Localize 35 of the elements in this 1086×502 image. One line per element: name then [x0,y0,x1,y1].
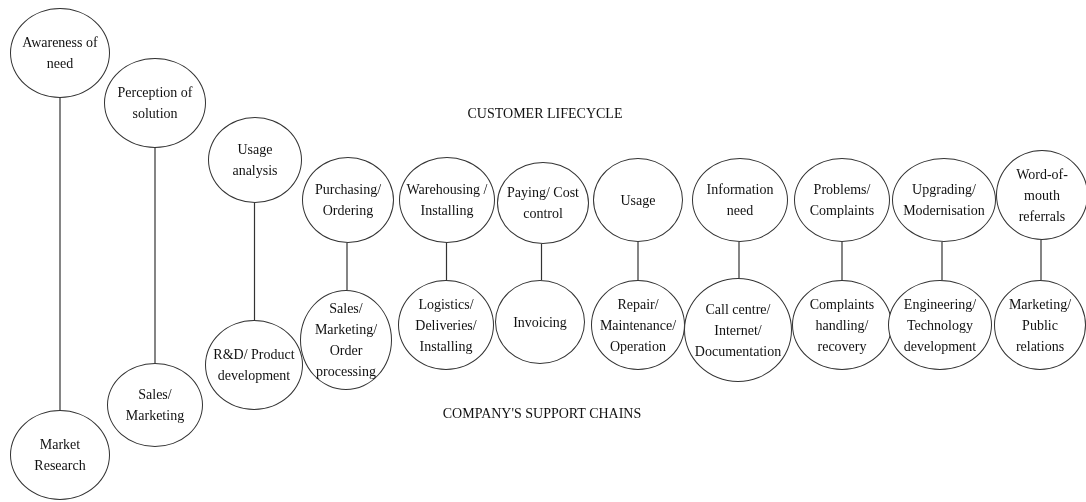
node-text: Marketing/ Public relations [1007,295,1073,356]
node-text: Market Research [33,436,87,475]
node-text: Repair/ Maintenance/ Operation [598,295,678,356]
node-text: Logistics/ Deliveries/ Installing [414,295,478,356]
node-text: Invoicing [512,313,568,332]
node-text: Warehousing / Installing [405,181,489,220]
connector-line [540,243,543,281]
node-text: Sales/ Marketing [124,386,186,425]
connector-line [59,97,61,411]
section-heading: COMPANY'S SUPPORT CHAINS [442,406,642,422]
connector-line [154,147,156,364]
connector-line [445,242,448,281]
node-text: Usage analysis [231,141,279,180]
connector-line [253,202,256,321]
node-text: Problems/ Complaints [808,181,876,220]
section-heading: CUSTOMER LIFECYCLE [467,106,623,122]
connector-line [346,242,348,291]
connector-line [738,241,740,279]
node-text: R&D/ Product development [212,346,296,385]
node-text: Information need [705,181,775,220]
node-text: Upgrading/ Modernisation [902,181,986,220]
node-text: Paying/ Cost control [506,184,580,223]
node-text: Usage [619,191,657,210]
node-text: Perception of solution [116,84,194,123]
node-text: Purchasing/ Ordering [313,181,383,220]
node-text: Word-of-mouth referrals [1015,165,1069,226]
node-text: Awareness of need [21,34,99,73]
node-text: Engineering/ Technology development [902,295,978,356]
node-text: Complaints handling/ recovery [808,295,876,356]
connector-line [941,241,943,281]
node-text: Call centre/ Internet/ Documentation [693,300,783,361]
connector-line [637,241,639,281]
connector-line [1040,239,1042,281]
connector-line [841,241,843,281]
node-text: Sales/ Marketing/ Order processing [313,300,379,381]
